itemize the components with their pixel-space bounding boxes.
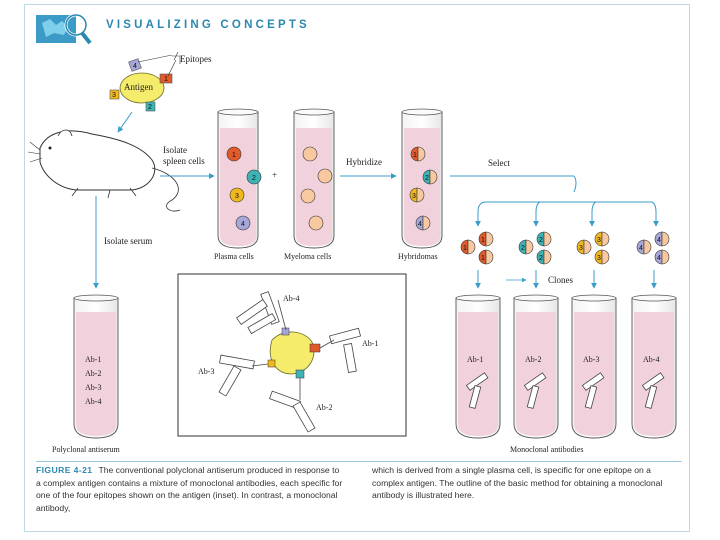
section-title: VISUALIZING CONCEPTS xyxy=(106,19,310,31)
antigen-group: Antigen 4 1 3 2 Epitopes xyxy=(109,51,212,133)
clone-3a-number: 3 xyxy=(579,245,583,252)
epitopes-label: Epitopes xyxy=(180,54,212,64)
hybridize-label: Hybridize xyxy=(346,157,382,167)
clone-2c-number: 2 xyxy=(539,255,543,262)
clone-1b-number: 1 xyxy=(481,237,485,244)
mouse-illustration xyxy=(27,129,181,212)
antibody-sketch xyxy=(581,372,605,409)
clone-4a-number: 4 xyxy=(639,245,643,252)
clone-1a-number: 1 xyxy=(463,245,467,252)
antigen-blob xyxy=(119,72,165,104)
figure-label: FIGURE 4-21 xyxy=(36,465,93,475)
antibody-sketch xyxy=(641,372,665,409)
monoclonal-tube-3: Ab-3 xyxy=(571,294,617,439)
plasma-cell-1-number: 1 xyxy=(232,152,236,159)
polyclonal-ab-3: Ab-3 xyxy=(85,383,101,392)
hybridomas-tube: 1 2 3 4 Hybridomas xyxy=(398,108,443,261)
polyclonal-ab-4: Ab-4 xyxy=(85,397,101,406)
myeloma-cells-label: Myeloma cells xyxy=(284,252,331,261)
clone-group-3: 3 3 3 xyxy=(576,231,610,265)
polyclonal-antiserum-tube: Ab-1 Ab-2 Ab-3 Ab-4 Polyclonal antiserum xyxy=(52,294,121,454)
monoclonal-tube-label: Ab-3 xyxy=(583,355,599,364)
antibody-sketch xyxy=(465,372,489,409)
caption-left-text: The conventional polyclonal antiserum pr… xyxy=(36,465,343,513)
clone-4b-number: 4 xyxy=(657,237,661,244)
epitope-1-number: 1 xyxy=(164,76,168,83)
epitope-3-number: 3 xyxy=(112,92,116,99)
monoclonal-antibodies-label: Monoclonal antibodies xyxy=(510,445,584,454)
clones-label: Clones xyxy=(548,275,573,285)
caption-right-column: which is derived from a single plasma ce… xyxy=(372,465,663,501)
epitope-2-marker xyxy=(145,101,156,112)
clone-2a-number: 2 xyxy=(521,245,525,252)
antigen-to-mouse-arrow xyxy=(117,111,133,133)
clone-3c-number: 3 xyxy=(597,255,601,262)
monoclonal-tube-1: Ab-1 xyxy=(455,294,501,439)
hybridoma-4-number: 4 xyxy=(418,221,422,228)
plasma-cells-tube: 1 2 3 4 Plasma cells xyxy=(214,108,262,261)
antibody-sketch xyxy=(523,372,547,409)
isolate-serum-label: Isolate serum xyxy=(104,236,152,246)
epitope-3-marker xyxy=(109,89,120,100)
antigen-inset: Ab-4 Ab-1 Ab-3 Ab-2 xyxy=(177,273,407,437)
polyclonal-antiserum-label: Polyclonal antiserum xyxy=(52,445,121,454)
isolate-spleen-label-line2: spleen cells xyxy=(163,156,205,166)
hybridoma-1-number: 1 xyxy=(413,152,417,159)
clone-group-2: 2 2 2 xyxy=(518,231,552,265)
clone-3b-number: 3 xyxy=(597,237,601,244)
polyclonal-ab-1: Ab-1 xyxy=(85,355,101,364)
isolate-spleen-label-line1: Isolate xyxy=(163,145,187,155)
hybridoma-3-number: 3 xyxy=(412,193,416,200)
myeloma-cells-tube: Myeloma cells xyxy=(284,108,335,261)
inset-ab4-label: Ab-4 xyxy=(283,294,299,303)
monoclonal-tube-2: Ab-2 xyxy=(513,294,559,439)
monoclonal-tube-4: Ab-4 xyxy=(631,294,677,439)
inset-ab1-label: Ab-1 xyxy=(362,339,378,348)
clone-group-1: 1 1 1 xyxy=(460,231,494,265)
epitope-4-number: 4 xyxy=(133,63,137,70)
epitope-2-number: 2 xyxy=(148,104,152,111)
plus-sign: + xyxy=(272,170,277,180)
section-header: VISUALIZING CONCEPTS xyxy=(36,13,356,45)
visualizing-magnifier-icon xyxy=(36,13,92,45)
plasma-cell-2-number: 2 xyxy=(252,175,256,182)
plasma-cell-3-number: 3 xyxy=(235,193,239,200)
polyclonal-ab-2: Ab-2 xyxy=(85,369,101,378)
plasma-cell-4-number: 4 xyxy=(241,221,245,228)
hybridomas-label: Hybridomas xyxy=(398,252,438,261)
clone-2b-number: 2 xyxy=(539,237,543,244)
epitope-1-marker xyxy=(159,73,173,84)
figure-frame xyxy=(24,4,690,532)
clone-group-4: 4 4 4 xyxy=(636,231,670,265)
select-label: Select xyxy=(488,158,510,168)
monoclonal-tube-label: Ab-2 xyxy=(525,355,541,364)
monoclonal-tubes: Ab-1 Ab-2 Ab-3 Ab-4 xyxy=(455,294,677,439)
inset-ab3-label: Ab-3 xyxy=(198,367,214,376)
monoclonal-tube-label: Ab-1 xyxy=(467,355,483,364)
hybridoma-2-number: 2 xyxy=(425,175,429,182)
clone-4c-number: 4 xyxy=(657,255,661,262)
plasma-cells-label: Plasma cells xyxy=(214,252,254,261)
antigen-label: Antigen xyxy=(124,82,153,92)
clone-1c-number: 1 xyxy=(481,255,485,262)
monoclonal-tube-label: Ab-4 xyxy=(643,355,659,364)
caption-rule xyxy=(36,461,682,462)
inset-ab2-label: Ab-2 xyxy=(316,403,332,412)
